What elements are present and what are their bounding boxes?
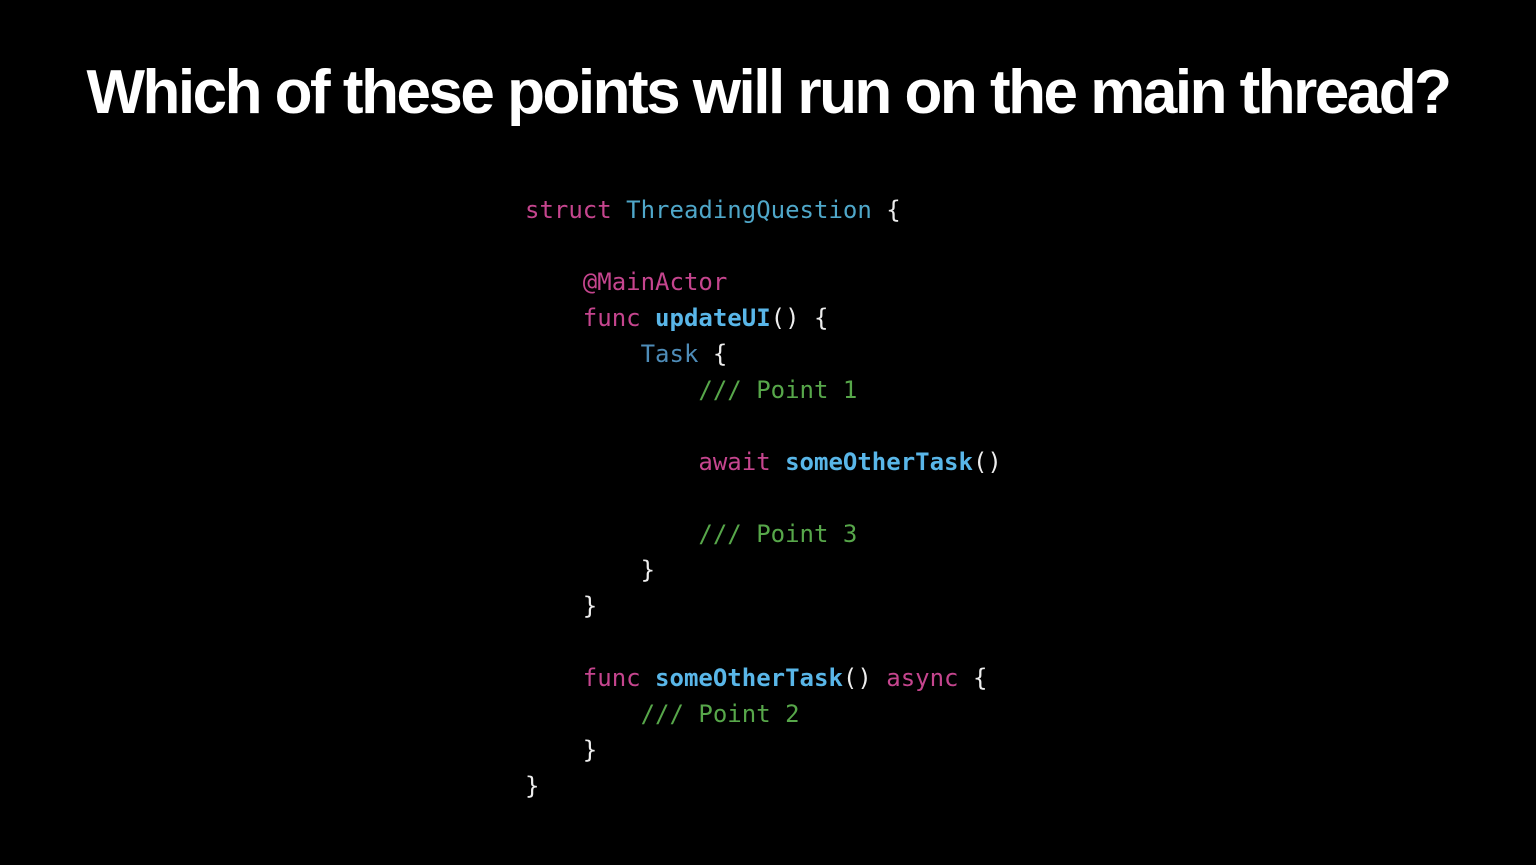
code-line xyxy=(525,408,1002,444)
code-token-keyword: func xyxy=(582,664,641,692)
slide-title: Which of these points will run on the ma… xyxy=(86,58,1452,127)
code-line: func updateUI() { xyxy=(525,300,1002,336)
code-token-plain: { xyxy=(871,196,901,224)
code-token-keyword: struct xyxy=(525,196,612,224)
code-token-keyword: await xyxy=(698,448,771,476)
code-line: /// Point 3 xyxy=(525,516,1002,552)
code-line: struct ThreadingQuestion { xyxy=(525,192,1002,228)
code-token-plain xyxy=(771,448,785,476)
code-token-plain: { xyxy=(698,340,728,368)
code-token-plain xyxy=(525,340,641,368)
code-token-plain: } xyxy=(525,736,598,764)
code-token-plain xyxy=(612,196,626,224)
code-token-function: someOtherTask xyxy=(785,448,973,476)
code-line xyxy=(525,228,1002,264)
code-line: await someOtherTask() xyxy=(525,444,1002,480)
code-token-plain xyxy=(525,700,641,728)
code-line xyxy=(525,480,1002,516)
code-token-plain xyxy=(525,304,583,332)
code-token-type: Task xyxy=(640,340,699,368)
code-line: } xyxy=(525,768,1002,804)
code-token-keyword: func xyxy=(582,304,641,332)
code-token-plain xyxy=(641,664,655,692)
code-token-plain xyxy=(525,268,583,296)
code-token-function: updateUI xyxy=(655,304,771,332)
code-token-plain: () { xyxy=(770,304,829,332)
code-token-comment: /// Point 3 xyxy=(698,520,858,548)
code-token-plain: } xyxy=(525,592,598,620)
code-token-plain xyxy=(525,520,698,548)
code-token-plain xyxy=(525,448,698,476)
code-token-keyword: @MainActor xyxy=(582,268,728,296)
code-line: @MainActor xyxy=(525,264,1002,300)
code-line: func someOtherTask() async { xyxy=(525,660,1002,696)
code-token-plain: { xyxy=(958,664,988,692)
code-token-plain xyxy=(641,304,655,332)
code-line: Task { xyxy=(525,336,1002,372)
code-line: } xyxy=(525,732,1002,768)
code-token-plain: () xyxy=(842,664,887,692)
code-token-plain xyxy=(525,376,698,404)
code-line xyxy=(525,624,1002,660)
code-line: /// Point 2 xyxy=(525,696,1002,732)
code-token-keyword: async xyxy=(886,664,959,692)
code-token-function: someOtherTask xyxy=(655,664,843,692)
code-token-comment: /// Point 2 xyxy=(640,700,800,728)
code-line: } xyxy=(525,588,1002,624)
code-token-plain xyxy=(525,664,583,692)
code-line: /// Point 1 xyxy=(525,372,1002,408)
code-line: } xyxy=(525,552,1002,588)
code-token-type_declaration: ThreadingQuestion xyxy=(626,196,872,224)
code-token-plain: } xyxy=(525,772,540,800)
code-token-plain: } xyxy=(525,556,656,584)
code-block: struct ThreadingQuestion { @MainActor fu… xyxy=(525,192,1002,804)
code-token-comment: /// Point 1 xyxy=(698,376,858,404)
code-token-plain: () xyxy=(972,448,1002,476)
